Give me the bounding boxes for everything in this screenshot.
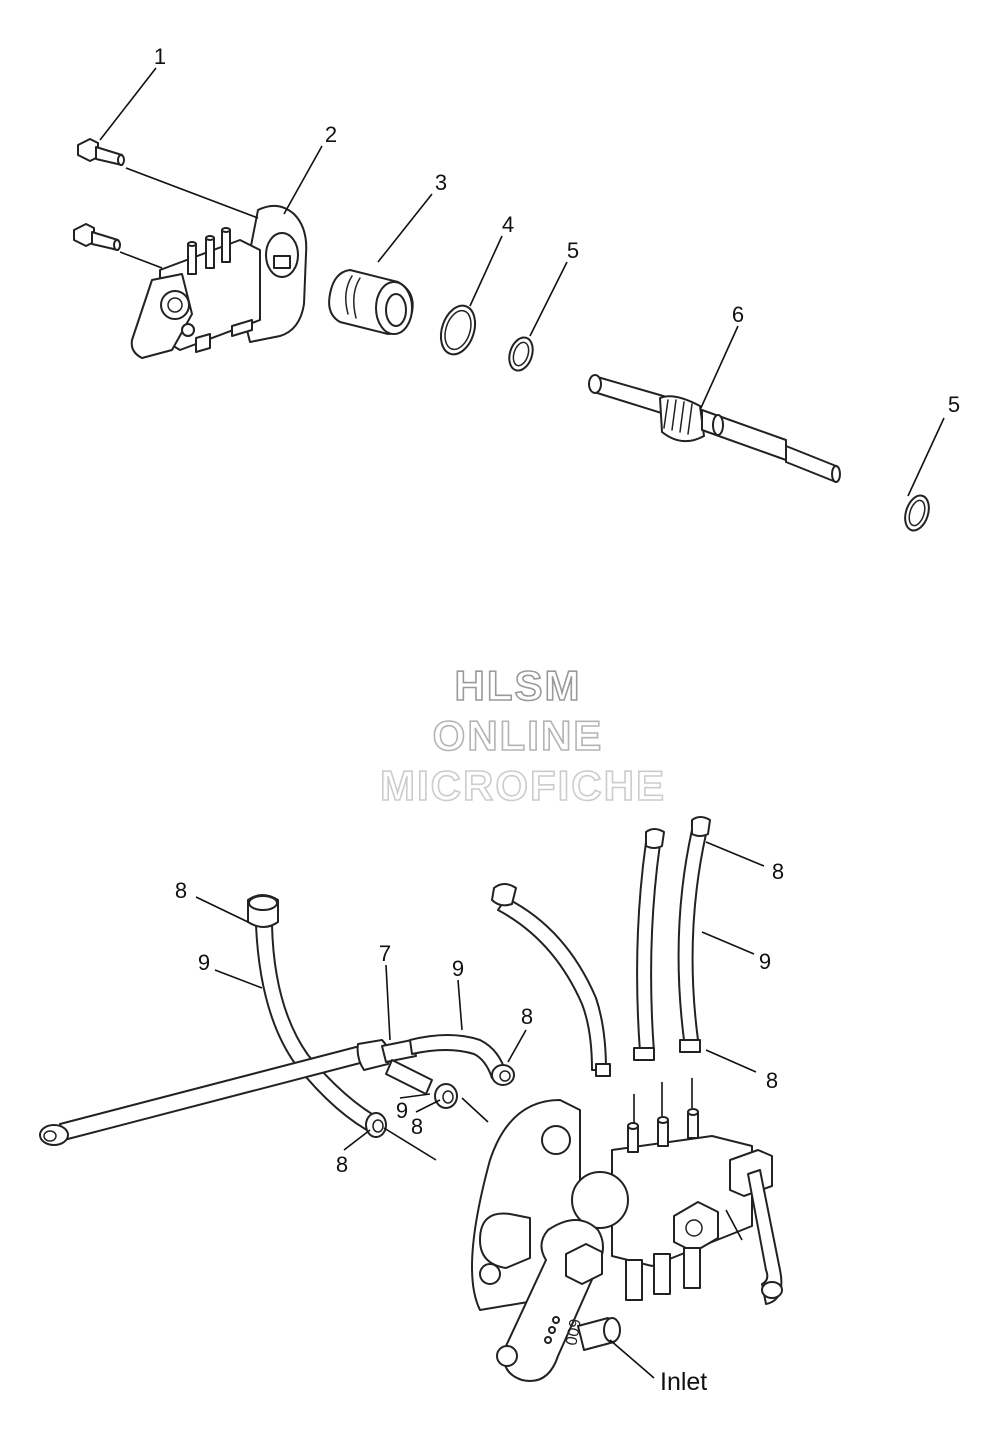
watermark: HLSM ONLINE MICROFICHE bbox=[379, 661, 666, 810]
callout-6: 6 bbox=[732, 302, 744, 327]
pump-control-lever: 600 bbox=[496, 1219, 604, 1382]
callout-9-left: 9 bbox=[198, 950, 210, 975]
o-ring bbox=[439, 304, 477, 356]
callout-labels: 1 2 3 4 5 6 5 8 9 7 9 8 8 9 8 9 8 8 Inle… bbox=[154, 44, 960, 1396]
inlet-fitting bbox=[577, 1317, 621, 1351]
callout-9-right: 9 bbox=[759, 949, 771, 974]
oil-pump-body bbox=[471, 1099, 783, 1311]
callout-5-upper: 5 bbox=[567, 238, 579, 263]
callout-9-lower: 9 bbox=[396, 1098, 408, 1123]
watermark-line-1: HLSM bbox=[455, 662, 582, 709]
watermark-line-2: ONLINE bbox=[433, 712, 604, 759]
callout-2: 2 bbox=[325, 122, 337, 147]
callout-1: 1 bbox=[154, 44, 166, 69]
watermark-line-3: MICROFICHE bbox=[380, 762, 666, 809]
leader-lines bbox=[99, 67, 945, 1379]
callout-5-lower: 5 bbox=[948, 392, 960, 417]
oil-hose-curved-top bbox=[491, 883, 611, 1077]
callout-8-right-top: 8 bbox=[772, 859, 784, 884]
oil-hose-vertical-1 bbox=[633, 828, 665, 1061]
oil-hose-long-horizontal bbox=[39, 1045, 365, 1146]
callout-8-right-bottom: 8 bbox=[766, 1068, 778, 1093]
thrust-washer-lower bbox=[904, 494, 930, 532]
callout-9-middle: 9 bbox=[452, 956, 464, 981]
pump-drive-shaft bbox=[588, 374, 841, 483]
callout-7: 7 bbox=[379, 941, 391, 966]
flange-bolt-upper bbox=[77, 138, 125, 166]
oil-hose-middle bbox=[409, 1034, 515, 1086]
callout-8-middle: 8 bbox=[521, 1004, 533, 1029]
tee-fitting bbox=[356, 1039, 433, 1095]
flange-bolt-lower bbox=[73, 223, 121, 251]
callout-8-left-top: 8 bbox=[175, 878, 187, 903]
thrust-washer-upper bbox=[508, 336, 534, 372]
oil-hose-short bbox=[434, 1083, 458, 1109]
callout-3: 3 bbox=[435, 170, 447, 195]
callout-8-lower-left: 8 bbox=[336, 1152, 348, 1177]
oil-hose-left bbox=[247, 894, 387, 1138]
pump-bushing bbox=[328, 269, 414, 335]
casting-mark-600: 600 bbox=[561, 1317, 582, 1346]
oil-pump-assembly-top bbox=[130, 204, 308, 359]
callout-4: 4 bbox=[502, 212, 514, 237]
callout-8-lower-middle: 8 bbox=[411, 1114, 423, 1139]
inlet-label: Inlet bbox=[660, 1368, 707, 1396]
oil-hose-vertical-2 bbox=[677, 816, 711, 1053]
